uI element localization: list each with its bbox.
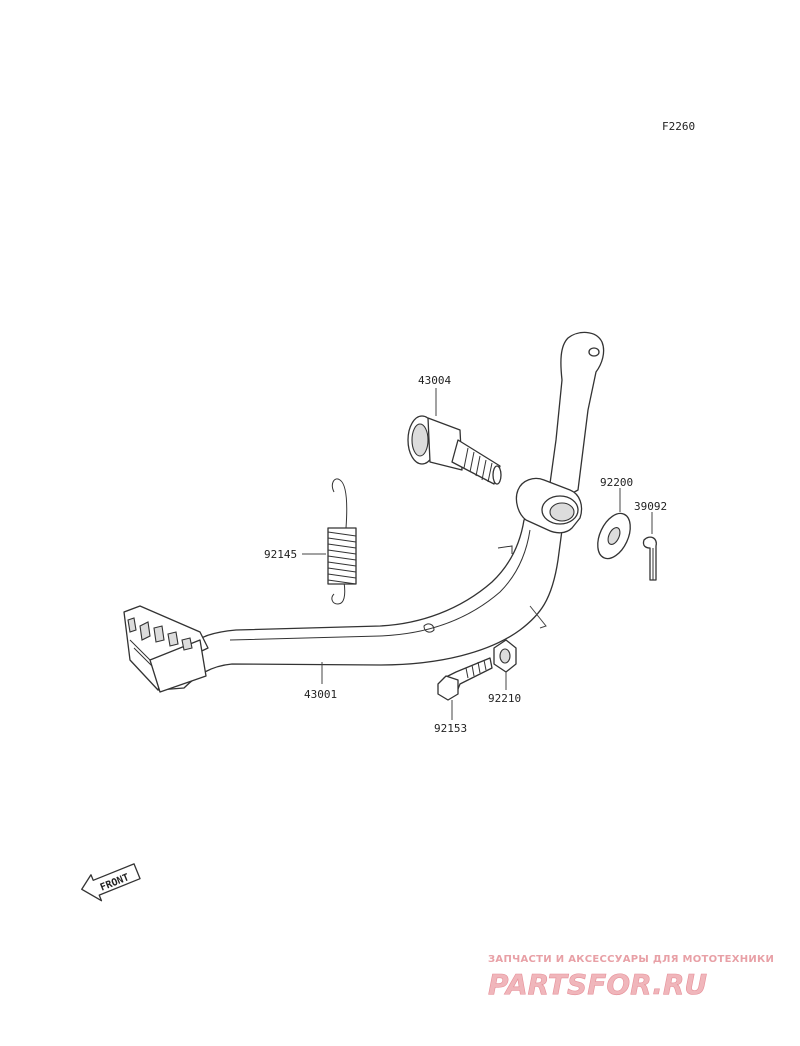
part-label-43004: 43004 bbox=[418, 374, 451, 387]
watermark-brand: PARTSFOR.RU bbox=[488, 968, 707, 1001]
part-label-92153: 92153 bbox=[434, 722, 467, 735]
bolt-92153 bbox=[437, 657, 493, 701]
watermark: ЗАПЧАСТИ И АКСЕССУАРЫ ДЛЯ МОТОТЕХНИКИ PA… bbox=[488, 954, 774, 1001]
return-spring-92145 bbox=[327, 478, 357, 605]
pivot-shaft-43004 bbox=[407, 415, 502, 485]
diagram-ref-code: F2260 bbox=[662, 120, 695, 133]
front-direction-arrow: FRONT bbox=[81, 863, 141, 902]
part-label-92200: 92200 bbox=[600, 476, 633, 489]
cotter-pin-39092 bbox=[642, 536, 657, 581]
part-label-92145: 92145 bbox=[264, 548, 297, 561]
part-label-43001: 43001 bbox=[304, 688, 337, 701]
washer-92200 bbox=[597, 512, 631, 560]
part-label-39092: 39092 bbox=[634, 500, 667, 513]
brake-pedal-43001 bbox=[123, 331, 605, 693]
part-label-92210: 92210 bbox=[488, 692, 521, 705]
watermark-tagline: ЗАПЧАСТИ И АКСЕССУАРЫ ДЛЯ МОТОТЕХНИКИ bbox=[488, 954, 774, 965]
nut-92210 bbox=[493, 639, 517, 673]
